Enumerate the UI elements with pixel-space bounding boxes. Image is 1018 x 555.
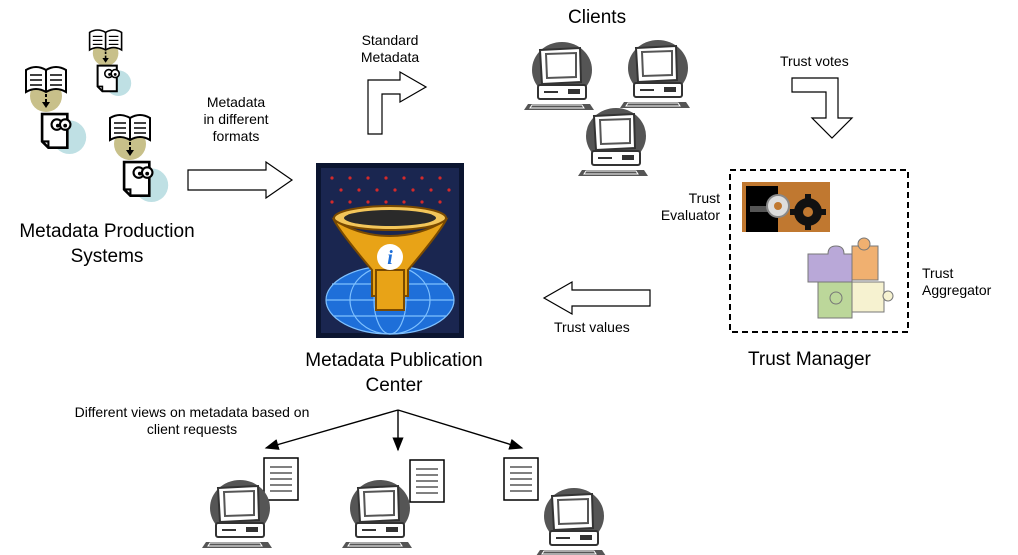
publication-center-label: Metadata Publication Center bbox=[305, 350, 483, 396]
computer-icon bbox=[619, 39, 691, 109]
page-icon bbox=[503, 457, 539, 501]
computer-icon bbox=[535, 487, 607, 555]
trust-values-label: Trust values bbox=[554, 319, 630, 335]
formats-arrow bbox=[187, 160, 294, 200]
page-icon bbox=[409, 459, 445, 503]
svg-text:i: i bbox=[387, 247, 393, 269]
book-icon bbox=[88, 29, 123, 67]
production-systems-label: Metadata Production Systems bbox=[19, 221, 195, 267]
trust-aggregator-label: Trust Aggregator bbox=[922, 265, 992, 298]
document-icon bbox=[122, 160, 170, 204]
book-icon bbox=[109, 114, 151, 161]
clients-label: Clients bbox=[568, 7, 627, 28]
views-label: Different views on metadata based on cli… bbox=[74, 404, 310, 437]
book-icon bbox=[25, 66, 67, 113]
metadata-formats-label: Metadata in different formats bbox=[203, 94, 269, 144]
trust-values-arrow bbox=[542, 280, 651, 316]
view-arrows bbox=[264, 409, 524, 452]
standard-metadata-arrow bbox=[367, 70, 428, 135]
trust-evaluator-label: Trust Evaluator bbox=[660, 190, 720, 223]
page-icon bbox=[263, 457, 299, 501]
trust-manager-label: Trust Manager bbox=[748, 349, 871, 370]
computer-icon bbox=[577, 107, 649, 177]
computer-icon bbox=[523, 41, 595, 111]
gears-icon bbox=[742, 182, 830, 232]
trust-votes-arrow bbox=[791, 77, 854, 139]
standard-metadata-label: Standard Metadata bbox=[360, 32, 420, 65]
document-icon bbox=[40, 112, 88, 156]
document-icon bbox=[96, 64, 133, 98]
computer-icon bbox=[201, 479, 273, 549]
funnel-icon: i bbox=[316, 163, 464, 338]
computer-icon bbox=[341, 479, 413, 549]
puzzle-icon bbox=[807, 237, 894, 319]
trust-votes-label: Trust votes bbox=[780, 53, 849, 69]
